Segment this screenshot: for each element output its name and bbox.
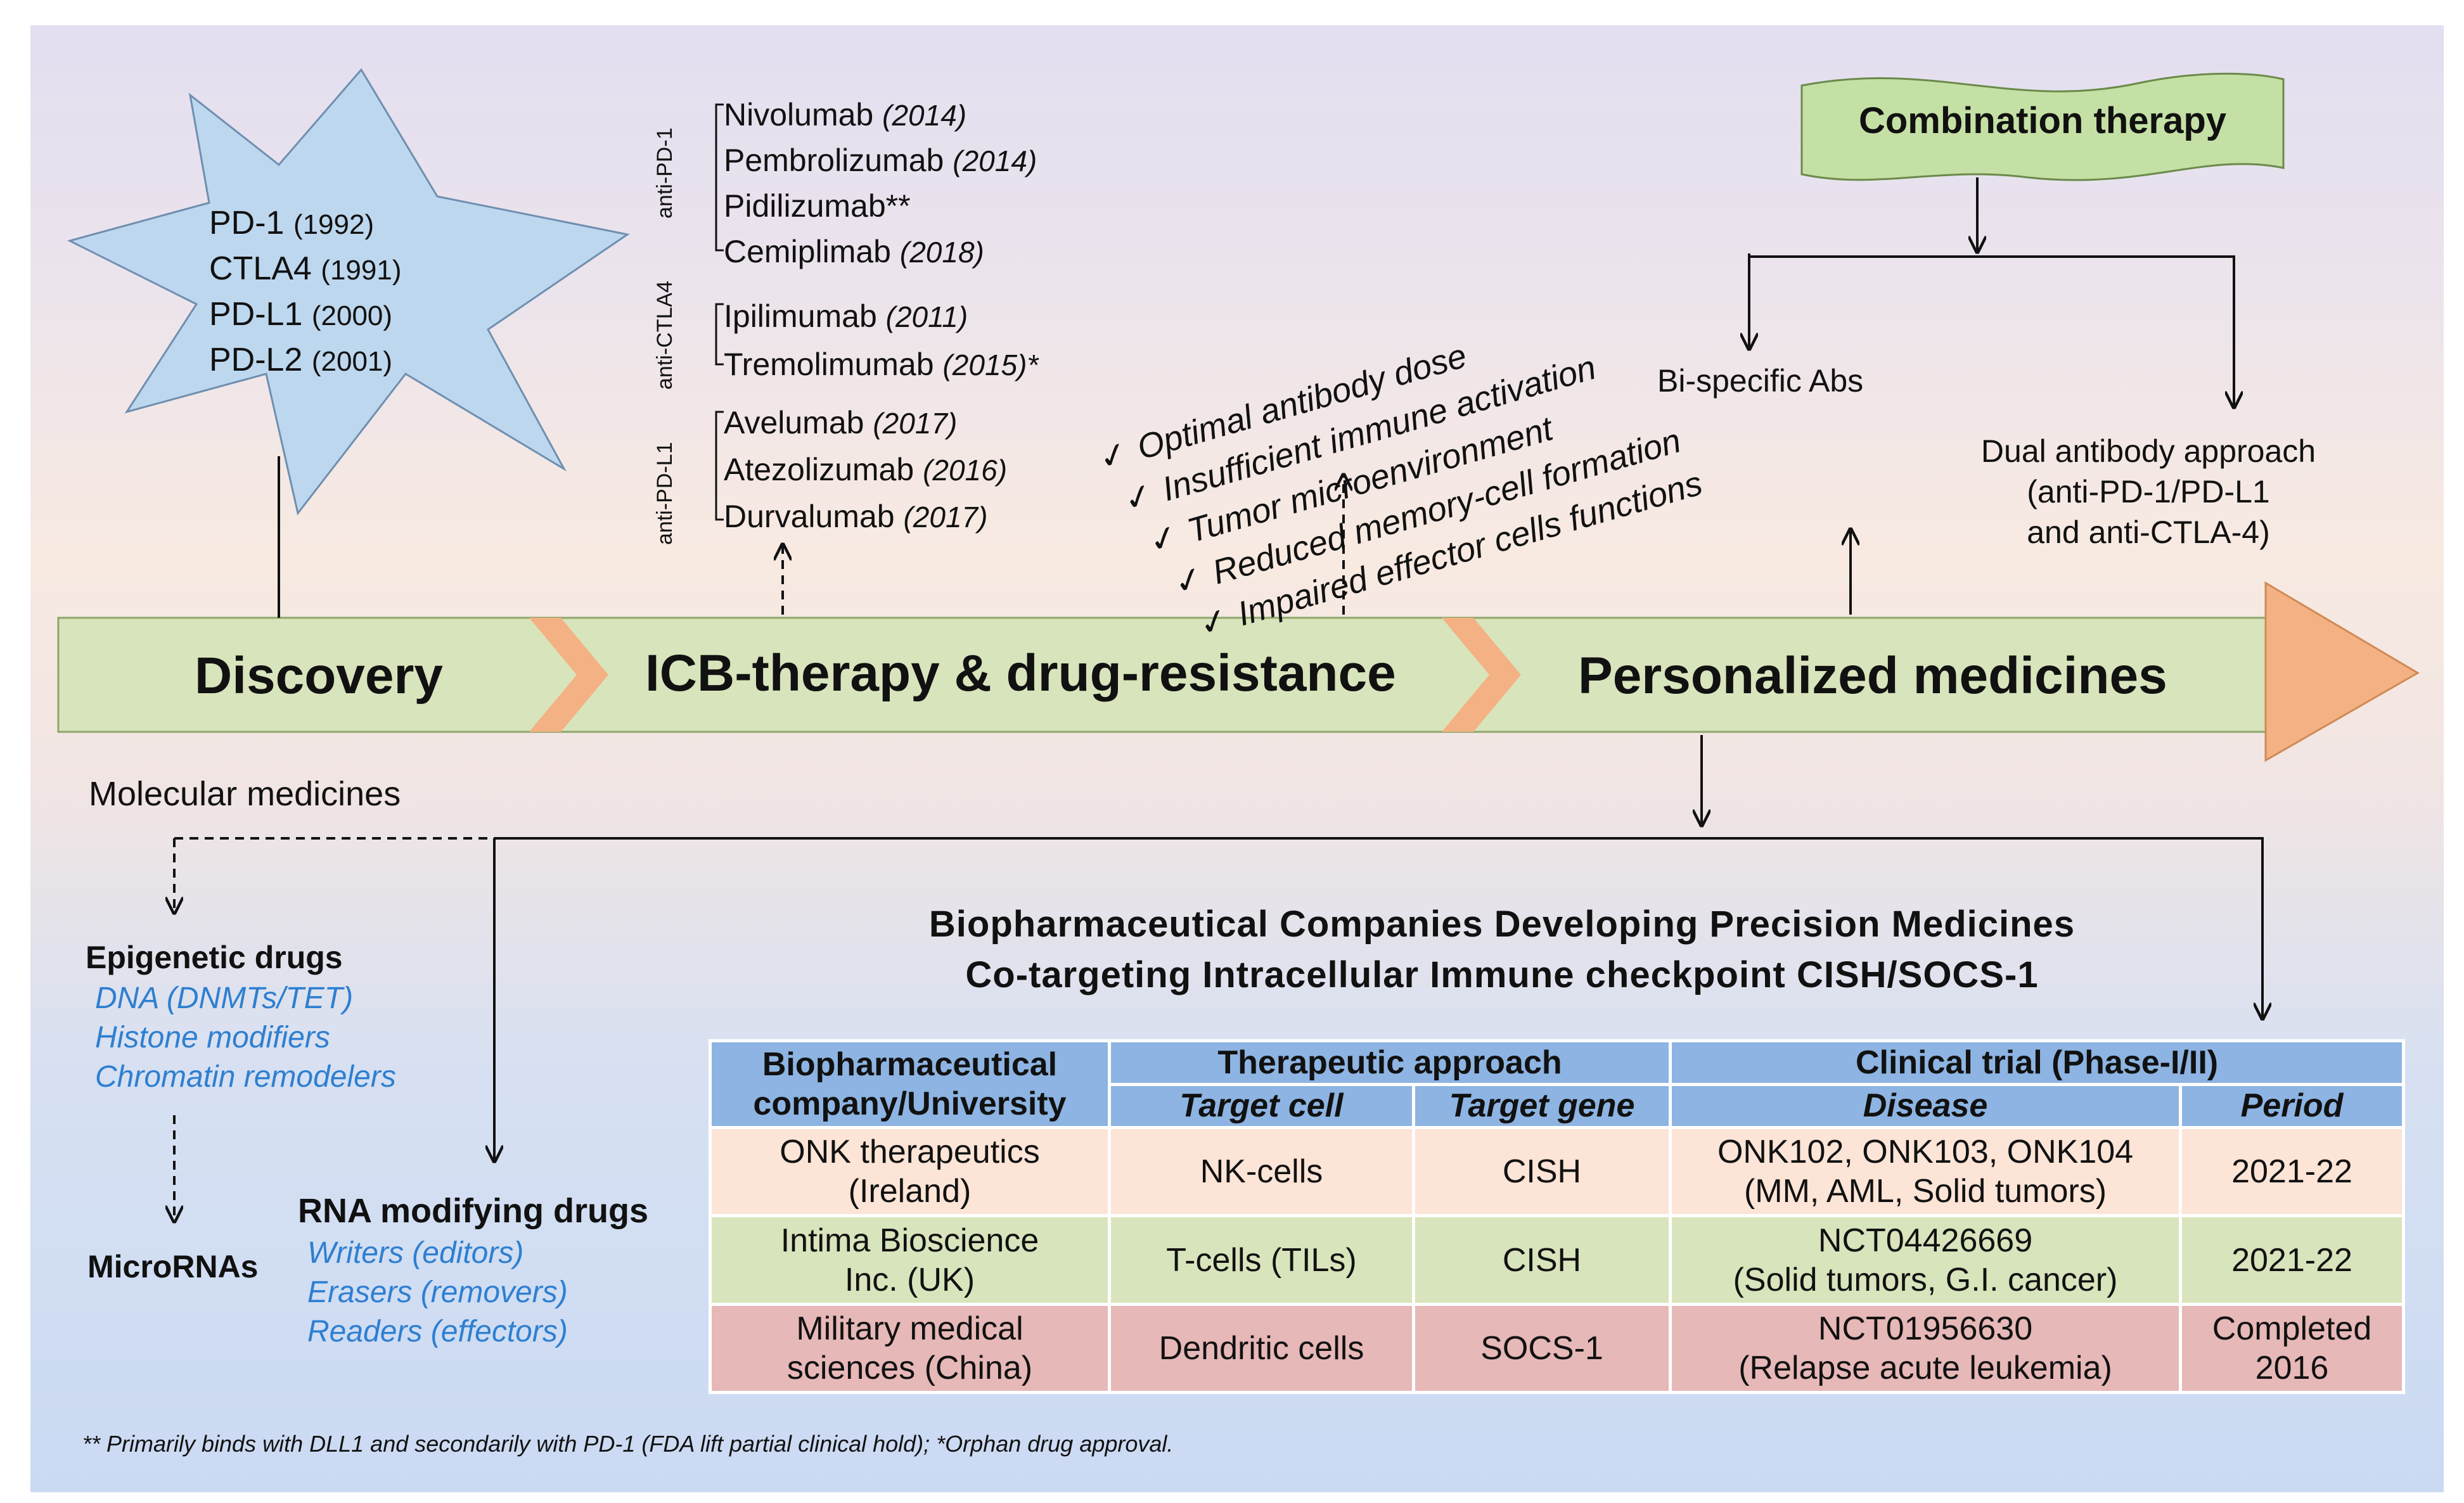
footnote: ** Primarily binds with DLL1 and seconda…: [82, 1431, 1174, 1457]
dual-antibody-approach: Dual antibody approach (anti-PD-1/PD-L1 …: [1980, 433, 2316, 550]
cell-disease: NCT04426669(Solid tumors, G.I. cancer): [1669, 1214, 2183, 1306]
rna-modifying-drugs-title: RNA modifying drugs: [298, 1192, 648, 1230]
drug-ipilimumab: Ipilimumab (2011): [724, 298, 968, 334]
check-icon: ✓: [1169, 558, 1208, 603]
molecular-medicines-title: Molecular medicines: [89, 775, 401, 813]
combination-therapy-title: Combination therapy: [1858, 100, 2227, 141]
bispecific-abs: Bi-specific Abs: [1657, 363, 1864, 399]
cell-target-cell: Dendritic cells: [1108, 1302, 1415, 1395]
cell-disease: ONK102, ONK103, ONK104(MM, AML, Solid tu…: [1669, 1126, 2183, 1218]
header-disease: Disease: [1669, 1082, 2183, 1130]
header-clinical-trial: Clinical trial (Phase-I/II): [1669, 1039, 2406, 1086]
stage-icb-therapy: ICB-therapy & drug-resistance: [645, 644, 1396, 702]
timeline-bar: [57, 617, 2270, 733]
chevron-2: [1442, 618, 1521, 732]
check-icon: ✓: [1145, 516, 1183, 561]
cell-target-cell: T-cells (TILs): [1108, 1214, 1415, 1306]
combination-box-shape: [1800, 72, 2285, 181]
header-target-gene: Target gene: [1411, 1082, 1672, 1130]
epigenetic-item: Histone modifiers: [95, 1021, 330, 1054]
stage-discovery: Discovery: [195, 647, 444, 705]
label-anti-pd1: anti-PD-1: [653, 127, 677, 219]
companies-title-line-2: Co-targeting Intracellular Immune checkp…: [965, 954, 2039, 995]
drug-pidilizumab: Pidilizumab**: [724, 188, 911, 224]
header-period: Period: [2179, 1082, 2406, 1130]
cell-target-gene: CISH: [1411, 1214, 1672, 1306]
drug-cemiplimab: Cemiplimab (2018): [724, 234, 984, 269]
check-icon: ✓: [1195, 599, 1233, 644]
epigenetic-item: DNA (DNMTs/TET): [95, 982, 354, 1015]
discovery-item-pdl1: PD-L1 (2000): [209, 296, 393, 333]
drug-nivolumab: Nivolumab (2014): [724, 97, 967, 132]
timeline-arrowhead: [2264, 581, 2420, 762]
header-target-cell: Target cell: [1108, 1082, 1415, 1130]
rna-item: Writers (editors): [307, 1236, 524, 1270]
discovery-item-ctla4: CTLA4 (1991): [209, 250, 402, 287]
cell-company: ONK therapeutics(Ireland): [709, 1126, 1111, 1218]
cell-disease: NCT01956630(Relapse acute leukemia): [1669, 1302, 2183, 1395]
rna-item: Readers (effectors): [307, 1315, 568, 1348]
cell-target-gene: CISH: [1411, 1126, 1672, 1218]
label-anti-ctla4: anti-CTLA4: [653, 281, 677, 390]
discovery-item-pdl2: PD-L2 (2001): [209, 342, 393, 378]
micrornas-label: MicroRNAs: [87, 1249, 259, 1284]
drug-tremolimumab: Tremolimumab (2015)*: [724, 347, 1039, 382]
header-therapeutic-approach: Therapeutic approach: [1107, 1039, 1672, 1086]
label-anti-pdl1: anti-PD-L1: [653, 442, 677, 545]
stage-personalized-medicines: Personalized medicines: [1578, 647, 2167, 705]
cell-period: 2021-22: [2179, 1214, 2406, 1306]
companies-title-line-1: Biopharmaceutical Companies Developing P…: [928, 904, 2076, 945]
table-row: ONK therapeutics(Ireland) NK-cells CISH …: [709, 1126, 2406, 1218]
check-icon: ✓: [1119, 475, 1158, 520]
epigenetic-drugs-title: Epigenetic drugs: [86, 940, 343, 975]
drug-atezolizumab: Atezolizumab (2016): [724, 452, 1008, 487]
chevron-1: [529, 618, 608, 732]
drug-durvalumab: Durvalumab (2017): [724, 499, 988, 534]
drug-pembrolizumab: Pembrolizumab (2014): [724, 143, 1037, 178]
drug-avelumab: Avelumab (2017): [724, 405, 958, 440]
cell-target-gene: SOCS-1: [1411, 1302, 1672, 1395]
cell-period: 2021-22: [2179, 1126, 2406, 1218]
cell-target-cell: NK-cells: [1108, 1126, 1415, 1218]
discovery-starburst: [67, 68, 630, 516]
discovery-item-pd1: PD-1 (1992): [209, 205, 375, 241]
epigenetic-item: Chromatin remodelers: [95, 1060, 396, 1094]
rna-item: Erasers (removers): [307, 1276, 568, 1309]
